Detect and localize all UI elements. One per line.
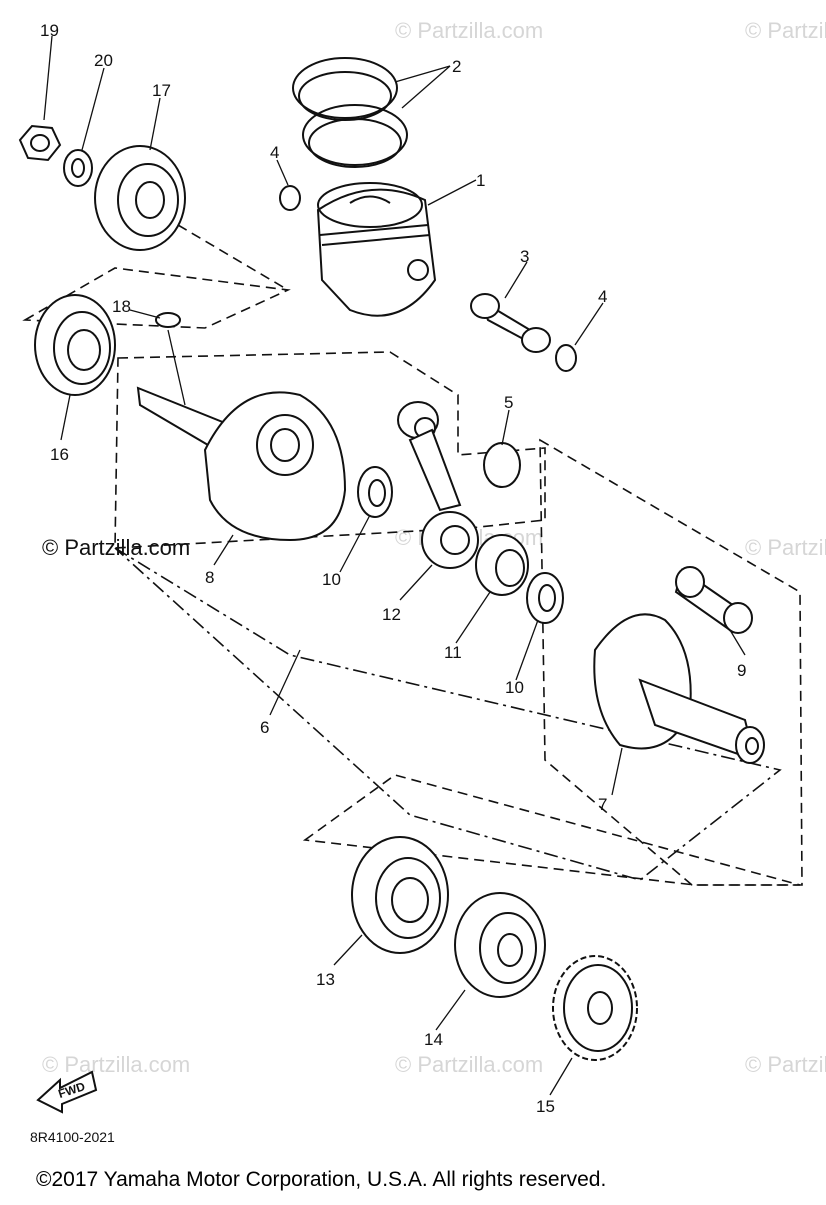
crank-pin bbox=[674, 566, 753, 634]
callout-12: 12 bbox=[382, 605, 401, 624]
callout-16: 16 bbox=[50, 445, 69, 464]
watermark: © Partzilla.com bbox=[395, 18, 543, 43]
thrust-washer bbox=[526, 572, 564, 624]
callout-14: 14 bbox=[424, 1030, 443, 1049]
woodruff-key bbox=[155, 312, 181, 328]
ball-bearing-left bbox=[34, 294, 116, 396]
fwd-arrow-icon: FWD bbox=[36, 1070, 98, 1114]
watermark: © Partzilla.com bbox=[745, 18, 826, 43]
group-outline-crankshaft-assembly bbox=[114, 547, 782, 881]
callout-4-upper: 4 bbox=[270, 143, 279, 162]
callout-11: 11 bbox=[444, 643, 462, 662]
diagram-code: 8R4100-2021 bbox=[30, 1129, 115, 1145]
oil-seal bbox=[94, 145, 186, 251]
callout-6: 6 bbox=[260, 718, 269, 737]
callout-19: 19 bbox=[40, 21, 59, 40]
callout-7: 7 bbox=[598, 795, 607, 814]
oil-seal-right bbox=[454, 892, 546, 998]
thrust-washer bbox=[357, 466, 393, 518]
crank-left bbox=[136, 386, 347, 542]
crank-right bbox=[593, 613, 765, 764]
callout-15: 15 bbox=[536, 1097, 555, 1116]
primary-drive-gear bbox=[552, 955, 638, 1061]
piston bbox=[316, 182, 437, 317]
callout-10-upper: 10 bbox=[322, 570, 341, 589]
callout-3: 3 bbox=[520, 247, 529, 266]
callout-1: 1 bbox=[476, 171, 485, 190]
ball-bearing-right bbox=[351, 836, 449, 954]
piston-pin-clip bbox=[555, 344, 577, 372]
callout-17: 17 bbox=[152, 81, 171, 100]
group-outline-bearing16 bbox=[22, 267, 291, 329]
callout-4-lower: 4 bbox=[598, 287, 607, 306]
small-end-bearing bbox=[483, 442, 521, 488]
group-outline-bearing13 bbox=[302, 774, 801, 886]
connecting-rod bbox=[397, 401, 479, 569]
piston-pin bbox=[470, 293, 551, 353]
callout-2: 2 bbox=[452, 57, 461, 76]
callout-18: 18 bbox=[112, 297, 131, 316]
callout-10-lower: 10 bbox=[505, 678, 524, 697]
piston-rings bbox=[292, 57, 408, 168]
callout-8: 8 bbox=[205, 568, 214, 587]
group-leader bbox=[177, 224, 289, 291]
watermark: © Partzilla.com bbox=[395, 1052, 543, 1077]
callout-13: 13 bbox=[316, 970, 335, 989]
callout-5: 5 bbox=[504, 393, 513, 412]
group-outline-crank-left bbox=[114, 351, 546, 549]
piston-pin-clip bbox=[279, 185, 301, 211]
copyright: ©2017 Yamaha Motor Corporation, U.S.A. A… bbox=[36, 1168, 606, 1191]
watermark: © Partzilla.com bbox=[745, 535, 826, 560]
nut bbox=[18, 124, 62, 162]
watermark: © Partzilla.com bbox=[42, 1052, 190, 1077]
watermark: © Partzilla.com bbox=[745, 1052, 826, 1077]
callout-20: 20 bbox=[94, 51, 113, 70]
lock-washer bbox=[63, 149, 93, 187]
big-end-bearing bbox=[475, 534, 529, 596]
callout-9: 9 bbox=[737, 661, 746, 680]
